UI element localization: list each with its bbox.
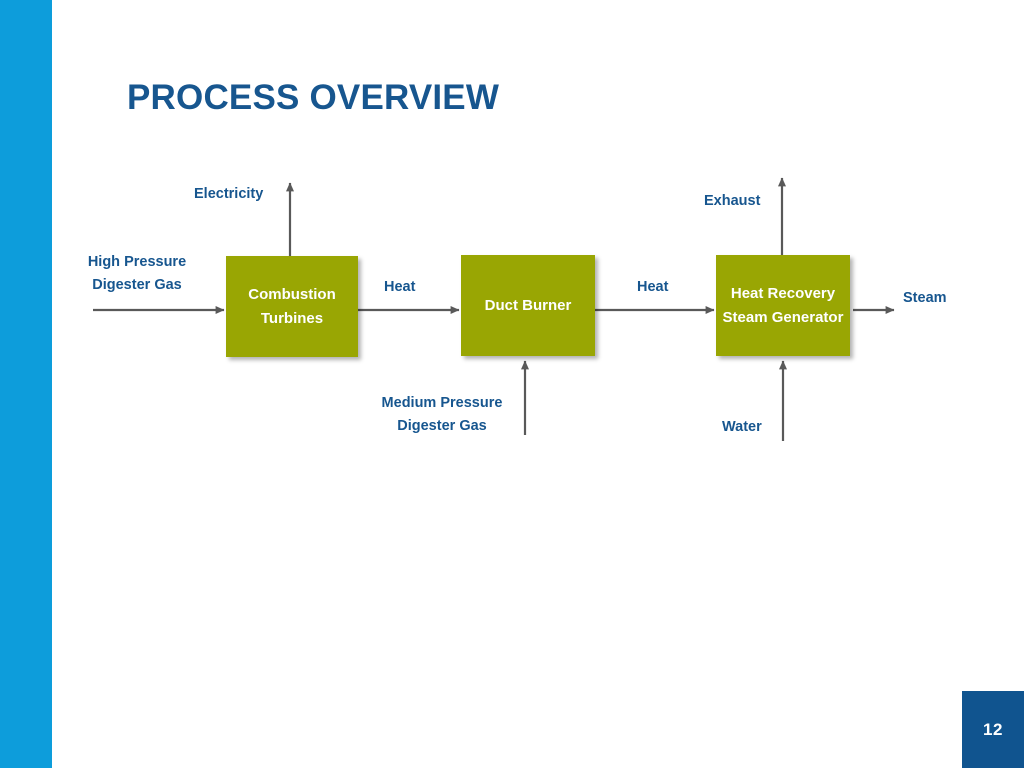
flow-label-high-pressure-digester-gas: High Pressure Digester Gas — [87, 254, 187, 294]
flow-label-water: Water — [722, 419, 762, 435]
left-accent-bar — [0, 0, 52, 768]
flow-label-heat-burner-to-hrsg: Heat — [637, 279, 669, 295]
page-number-badge: 12 — [962, 691, 1024, 768]
process-node-combustion-turbines[interactable]: Combustion Turbines — [226, 256, 358, 357]
process-node-heat-recovery-steam-generator[interactable]: Heat Recovery Steam Generator — [716, 255, 850, 356]
flow-label-medium-pressure-digester-gas: Medium Pressure Digester Gas — [381, 395, 503, 435]
flow-label-electricity: Electricity — [194, 186, 264, 202]
process-node-duct-burner[interactable]: Duct Burner — [461, 255, 595, 356]
flow-label-exhaust: Exhaust — [704, 193, 761, 209]
page-title: PROCESS OVERVIEW — [127, 78, 500, 117]
flow-label-heat-turbine-to-burner: Heat — [384, 279, 416, 295]
flow-label-steam: Steam — [903, 290, 947, 306]
